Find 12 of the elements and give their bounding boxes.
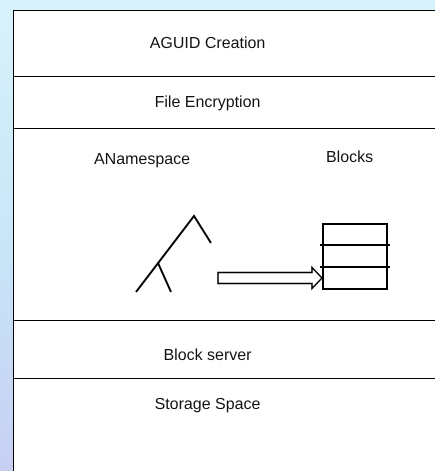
block-stack — [322, 223, 388, 290]
layer-label: Storage Space — [154, 396, 260, 414]
layer-band — [13, 320, 435, 378]
block-arrow — [217, 266, 324, 290]
layer-band — [13, 378, 435, 471]
layer-label: ANamespace — [94, 151, 190, 169]
layer-band — [13, 10, 435, 76]
layer-label: AGUID Creation — [150, 34, 266, 52]
layer-label: File Encryption — [154, 94, 260, 112]
layer-band — [13, 76, 435, 128]
section-label: Blocks — [326, 149, 374, 167]
layer-label: Block server — [163, 346, 252, 364]
